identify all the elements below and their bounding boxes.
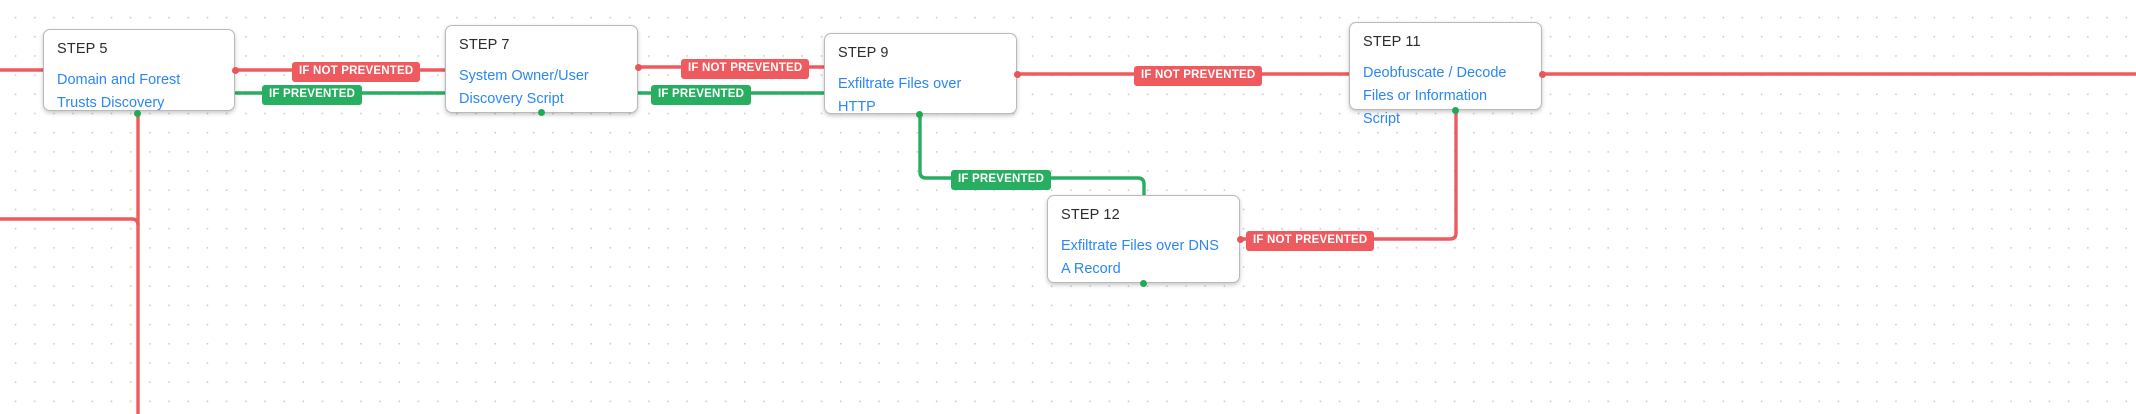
- node-technique-link[interactable]: Domain and Forest Trusts Discovery: [57, 72, 181, 111]
- node-step-label: STEP 11: [1363, 34, 1421, 50]
- node-step-7[interactable]: STEP 7 System Owner/User Discovery Scrip…: [445, 25, 638, 113]
- edge-step12-step11: [1239, 109, 1458, 241]
- edge-label-prevented-step5-step7[interactable]: IF PREVENTED: [262, 85, 363, 105]
- node-step-label: STEP 7: [459, 37, 510, 53]
- port-step9-right-red[interactable]: [1014, 70, 1021, 78]
- node-technique-link[interactable]: Exfiltrate Files over HTTP: [838, 76, 962, 115]
- node-step-label: STEP 12: [1061, 207, 1120, 223]
- node-technique-link[interactable]: System Owner/User Discovery Script: [459, 68, 589, 107]
- edge-label-not-prevented-step9-step11[interactable]: IF NOT PREVENTED: [1134, 66, 1263, 86]
- edge-step5-left-branch: [0, 217, 140, 227]
- node-technique-link[interactable]: Exfiltrate Files over DNS A Record: [1061, 238, 1219, 277]
- port-step12-bottom-green[interactable]: [1140, 280, 1147, 287]
- port-step5-bottom-green[interactable]: [134, 110, 141, 117]
- edge-label-not-prevented-step5-step7[interactable]: IF NOT PREVENTED: [292, 62, 421, 82]
- edge-label-not-prevented-step7-step9[interactable]: IF NOT PREVENTED: [681, 59, 810, 79]
- port-step11-bottom-green[interactable]: [1452, 107, 1459, 114]
- edge-label-not-prevented-step12-step11[interactable]: IF NOT PREVENTED: [1246, 231, 1375, 251]
- edge-label-prevented-step7-step9[interactable]: IF PREVENTED: [651, 85, 752, 105]
- node-step-5[interactable]: STEP 5 Domain and Forest Trusts Discover…: [43, 29, 235, 111]
- node-step-12[interactable]: STEP 12 Exfiltrate Files over DNS A Reco…: [1047, 195, 1240, 283]
- port-step9-bottom-green[interactable]: [916, 111, 923, 118]
- node-step-11[interactable]: STEP 11 Deobfuscate / Decode Files or In…: [1349, 22, 1542, 127]
- node-step-label: STEP 9: [838, 45, 889, 61]
- node-technique-link[interactable]: Deobfuscate / Decode Files or Informatio…: [1363, 65, 1507, 127]
- port-step7-right-red[interactable]: [635, 63, 642, 71]
- edge-label-prevented-step9-step12[interactable]: IF PREVENTED: [951, 170, 1052, 190]
- node-step-9[interactable]: STEP 9 Exfiltrate Files over HTTP: [824, 33, 1017, 115]
- port-step5-right-red[interactable]: [232, 66, 239, 74]
- port-step7-bottom-green[interactable]: [538, 109, 545, 116]
- port-step11-right-red[interactable]: [1539, 70, 1546, 78]
- port-step12-right-red[interactable]: [1237, 235, 1244, 243]
- node-step-label: STEP 5: [57, 41, 108, 57]
